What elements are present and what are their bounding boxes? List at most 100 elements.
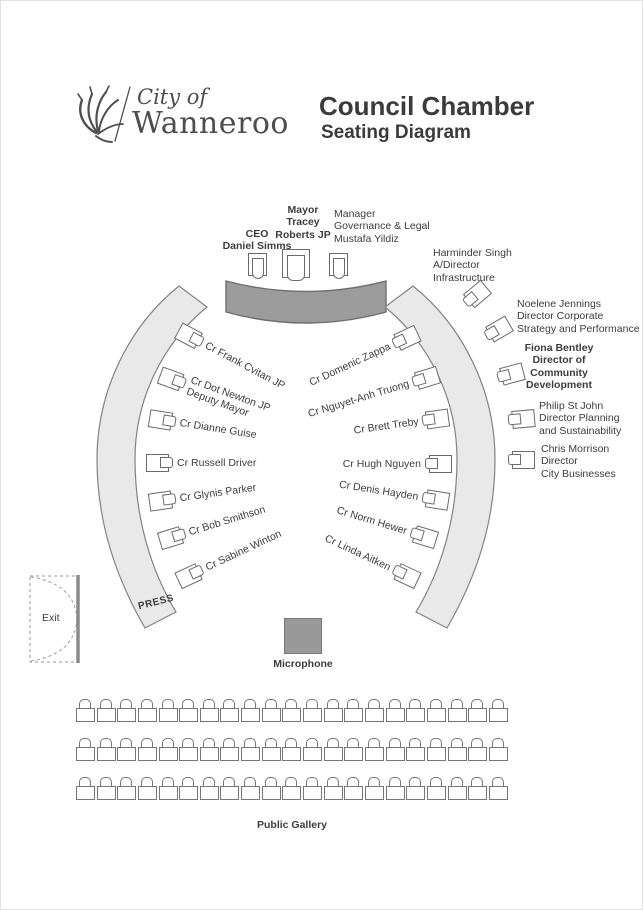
gallery-seat-icon bbox=[76, 777, 95, 807]
logo-wanneroo-text: Wanneroo bbox=[132, 106, 289, 141]
councillor-name: Cr Norm Hewer bbox=[335, 504, 409, 538]
logo-city-of-text: City of bbox=[137, 85, 208, 109]
gallery-seat-icon bbox=[406, 777, 426, 807]
gallery-seat-icon bbox=[447, 699, 467, 729]
gallery-seat-icon bbox=[426, 777, 446, 807]
councillor-name: Cr Domenic Zappa bbox=[307, 340, 393, 389]
councillor-chair-icon bbox=[421, 489, 451, 511]
councillor-name: Cr Glynis Parker bbox=[178, 481, 257, 505]
gallery-seat-icon bbox=[199, 777, 219, 807]
gallery-seat-icon bbox=[96, 699, 116, 729]
gallery-seat-icon bbox=[241, 699, 261, 729]
director-chair-icon bbox=[507, 409, 536, 429]
director-label-fiona-bentley: Fiona Bentley Director of Community Deve… bbox=[524, 342, 594, 392]
gallery-seat-icon bbox=[426, 738, 446, 768]
gallery-seat-icon bbox=[364, 738, 384, 768]
gallery-seat-icon bbox=[241, 777, 261, 807]
gallery-seat-icon bbox=[261, 699, 281, 729]
gallery-row bbox=[76, 777, 508, 807]
councillor-chair-icon bbox=[421, 408, 451, 430]
gallery-row bbox=[76, 738, 508, 768]
councillor-chair-icon bbox=[391, 563, 422, 590]
gallery-seat-icon bbox=[406, 738, 426, 768]
gallery-seat-icon bbox=[323, 738, 343, 768]
councillor-chair-icon bbox=[156, 366, 188, 392]
page-subtitle: Seating Diagram bbox=[321, 122, 471, 143]
microphone-icon bbox=[284, 618, 322, 654]
gallery-seat-icon bbox=[364, 699, 384, 729]
gallery-seat-icon bbox=[488, 738, 508, 768]
mayor-label: Mayor Tracey Roberts JP bbox=[275, 204, 331, 241]
gallery-seat-icon bbox=[488, 777, 508, 807]
seat-group-russell-driver: Cr Russell Driver bbox=[146, 454, 256, 472]
gallery-seat-icon bbox=[261, 738, 281, 768]
gallery-seat-icon bbox=[117, 738, 137, 768]
gallery-seat-icon bbox=[117, 699, 137, 729]
gallery-seat-icon bbox=[261, 777, 281, 807]
director-label-noelene-jennings: Noelene Jennings Director Corporate Stra… bbox=[517, 298, 640, 335]
gallery-seat-icon bbox=[199, 699, 219, 729]
gallery-seat-icon bbox=[303, 699, 323, 729]
councillor-name: Cr Hugh Nguyen bbox=[342, 457, 421, 470]
director-chair-icon bbox=[508, 451, 535, 469]
seat-group-hugh-nguyen: Cr Hugh Nguyen bbox=[343, 455, 452, 473]
gallery-seat-icon bbox=[303, 777, 323, 807]
director-label-chris-morrison: Chris Morrison Director City Businesses bbox=[541, 443, 616, 480]
gallery-seat-icon bbox=[468, 699, 488, 729]
gallery-seat-icon bbox=[323, 699, 343, 729]
city-of-wanneroo-grass-icon bbox=[77, 85, 131, 143]
councillor-name: Cr Linda Aitken bbox=[322, 532, 393, 574]
gallery-seat-icon bbox=[158, 699, 178, 729]
press-area-label: PRESS bbox=[137, 592, 176, 613]
gallery-seat-icon bbox=[364, 777, 384, 807]
councillor-chair-icon bbox=[174, 322, 206, 350]
gallery-seat-icon bbox=[282, 738, 302, 768]
gallery-seat-icon bbox=[96, 777, 116, 807]
gallery-seat-icon bbox=[468, 777, 488, 807]
gallery-seat-icon bbox=[158, 738, 178, 768]
councillor-name: Cr Dianne Guise bbox=[178, 416, 258, 441]
gallery-seat-icon bbox=[468, 738, 488, 768]
gallery-seat-icon bbox=[447, 777, 467, 807]
gallery-seat-icon bbox=[323, 777, 343, 807]
gallery-seat-icon bbox=[385, 699, 405, 729]
gallery-seat-icon bbox=[385, 738, 405, 768]
gallery-seat-icon bbox=[76, 699, 95, 729]
gallery-seat-icon bbox=[282, 777, 302, 807]
gallery-seat-icon bbox=[426, 699, 446, 729]
director-label-harminder-singh: Harminder Singh A/Director Infrastructur… bbox=[433, 247, 512, 284]
manager-chair-icon bbox=[329, 253, 348, 279]
exit-label: Exit bbox=[42, 612, 60, 624]
public-gallery-label: Public Gallery bbox=[256, 819, 328, 831]
councillor-chair-icon bbox=[156, 526, 187, 551]
gallery-seat-icon bbox=[344, 777, 364, 807]
gallery-row bbox=[76, 699, 508, 729]
gallery-seat-icon bbox=[344, 738, 364, 768]
gallery-seat-icon bbox=[303, 738, 323, 768]
gallery-seat-icon bbox=[241, 738, 261, 768]
gallery-seat-icon bbox=[488, 699, 508, 729]
councillor-name: Cr Bob Smithson bbox=[187, 503, 267, 539]
microphone-label: Microphone bbox=[273, 658, 333, 670]
gallery-seat-icon bbox=[220, 738, 240, 768]
gallery-seat-icon bbox=[199, 738, 219, 768]
councillor-name: Cr Russell Driver bbox=[177, 456, 257, 469]
gallery-seat-icon bbox=[179, 738, 199, 768]
councillor-chair-icon bbox=[147, 409, 177, 431]
gallery-seat-icon bbox=[96, 738, 116, 768]
gallery-seat-icon bbox=[137, 777, 157, 807]
gallery-seat-icon bbox=[117, 777, 137, 807]
mayor-chair-icon bbox=[282, 249, 310, 281]
gallery-seat-icon bbox=[406, 699, 426, 729]
manager-governance-legal-label: Manager Governance & Legal Mustafa Yildi… bbox=[334, 208, 430, 245]
head-desk-shape bbox=[225, 280, 387, 324]
gallery-seat-icon bbox=[158, 777, 178, 807]
councillor-chair-icon bbox=[174, 563, 205, 590]
councillor-chair-icon bbox=[390, 324, 422, 351]
ceo-label: CEO Daniel Simms bbox=[222, 228, 292, 253]
gallery-seat-icon bbox=[220, 777, 240, 807]
gallery-seat-icon bbox=[179, 699, 199, 729]
page-title: Council Chamber bbox=[319, 91, 535, 121]
councillor-chair-icon bbox=[425, 455, 452, 473]
